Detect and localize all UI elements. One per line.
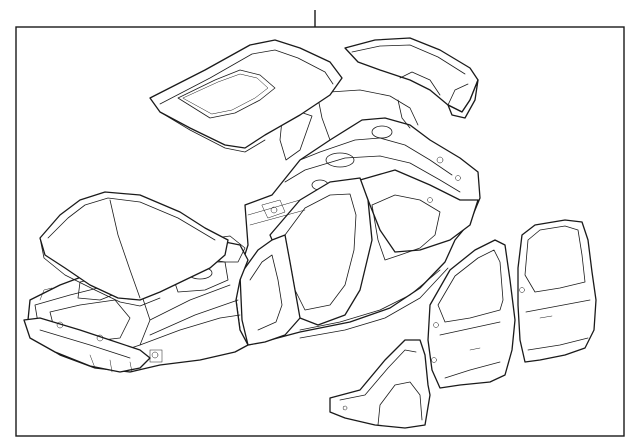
front-door-drawing[interactable] — [427, 239, 516, 389]
trunk-lid-drawing[interactable] — [344, 37, 479, 119]
hood-drawing[interactable] — [39, 191, 229, 307]
rear-door-drawing[interactable] — [517, 219, 597, 363]
roof-panel-drawing[interactable] — [149, 39, 343, 153]
body-shell-drawing[interactable] — [235, 89, 481, 346]
fender-drawing[interactable] — [329, 339, 431, 429]
